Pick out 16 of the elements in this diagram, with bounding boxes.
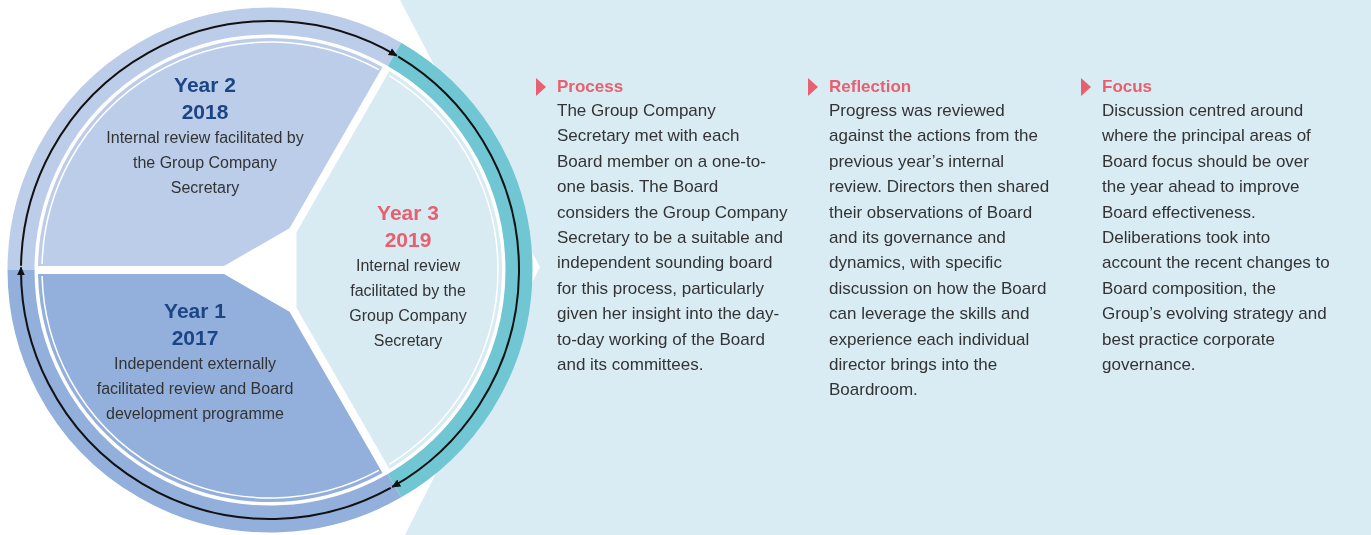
column-heading: Process	[557, 76, 625, 98]
column-paragraph: Discussion centred around where the principal areas of Board focus should be over the year ahead to improve Board effectiveness. Deliberations took into account the recent changes to Board composition, the Group’s evolving strategy and best practice corporate governance.	[1102, 100, 1331, 377]
cycle-arrow	[391, 55, 520, 488]
year-heading: 2018	[181, 99, 229, 125]
column-heading: Focus	[1102, 76, 1154, 98]
sector-description: Internal review facilitated by the Group Company Secretary	[105, 128, 305, 198]
year-heading: 2019	[384, 227, 432, 253]
year-heading: 2017	[171, 325, 219, 351]
column-paragraph: Progress was reviewed against the actions from the previous year’s internal review. Directors then shared their observations of Board and its governance and dynamics, with specific discussion on how the Board can leverage the skills and experience each individual director brings into the Boardroom.	[829, 100, 1051, 402]
year-heading: Year 1	[164, 298, 226, 324]
sector-description: Independent externally facilitated review and Board development programme	[95, 354, 295, 424]
year-heading: Year 3	[377, 200, 439, 226]
column-paragraph: The Group Company Secretary met with each Board member on a one-to-one basis. The Board considers the Group Company Secretary to be a suitable and independent sounding board for this process, particularly given her insight into the day-to-day working of the Board and its committees.	[557, 100, 789, 377]
year-heading: Year 2	[174, 72, 236, 98]
sector-description: Internal review facilitated by the Group Company Secretary	[348, 256, 468, 351]
column-heading: Reflection	[829, 76, 913, 98]
